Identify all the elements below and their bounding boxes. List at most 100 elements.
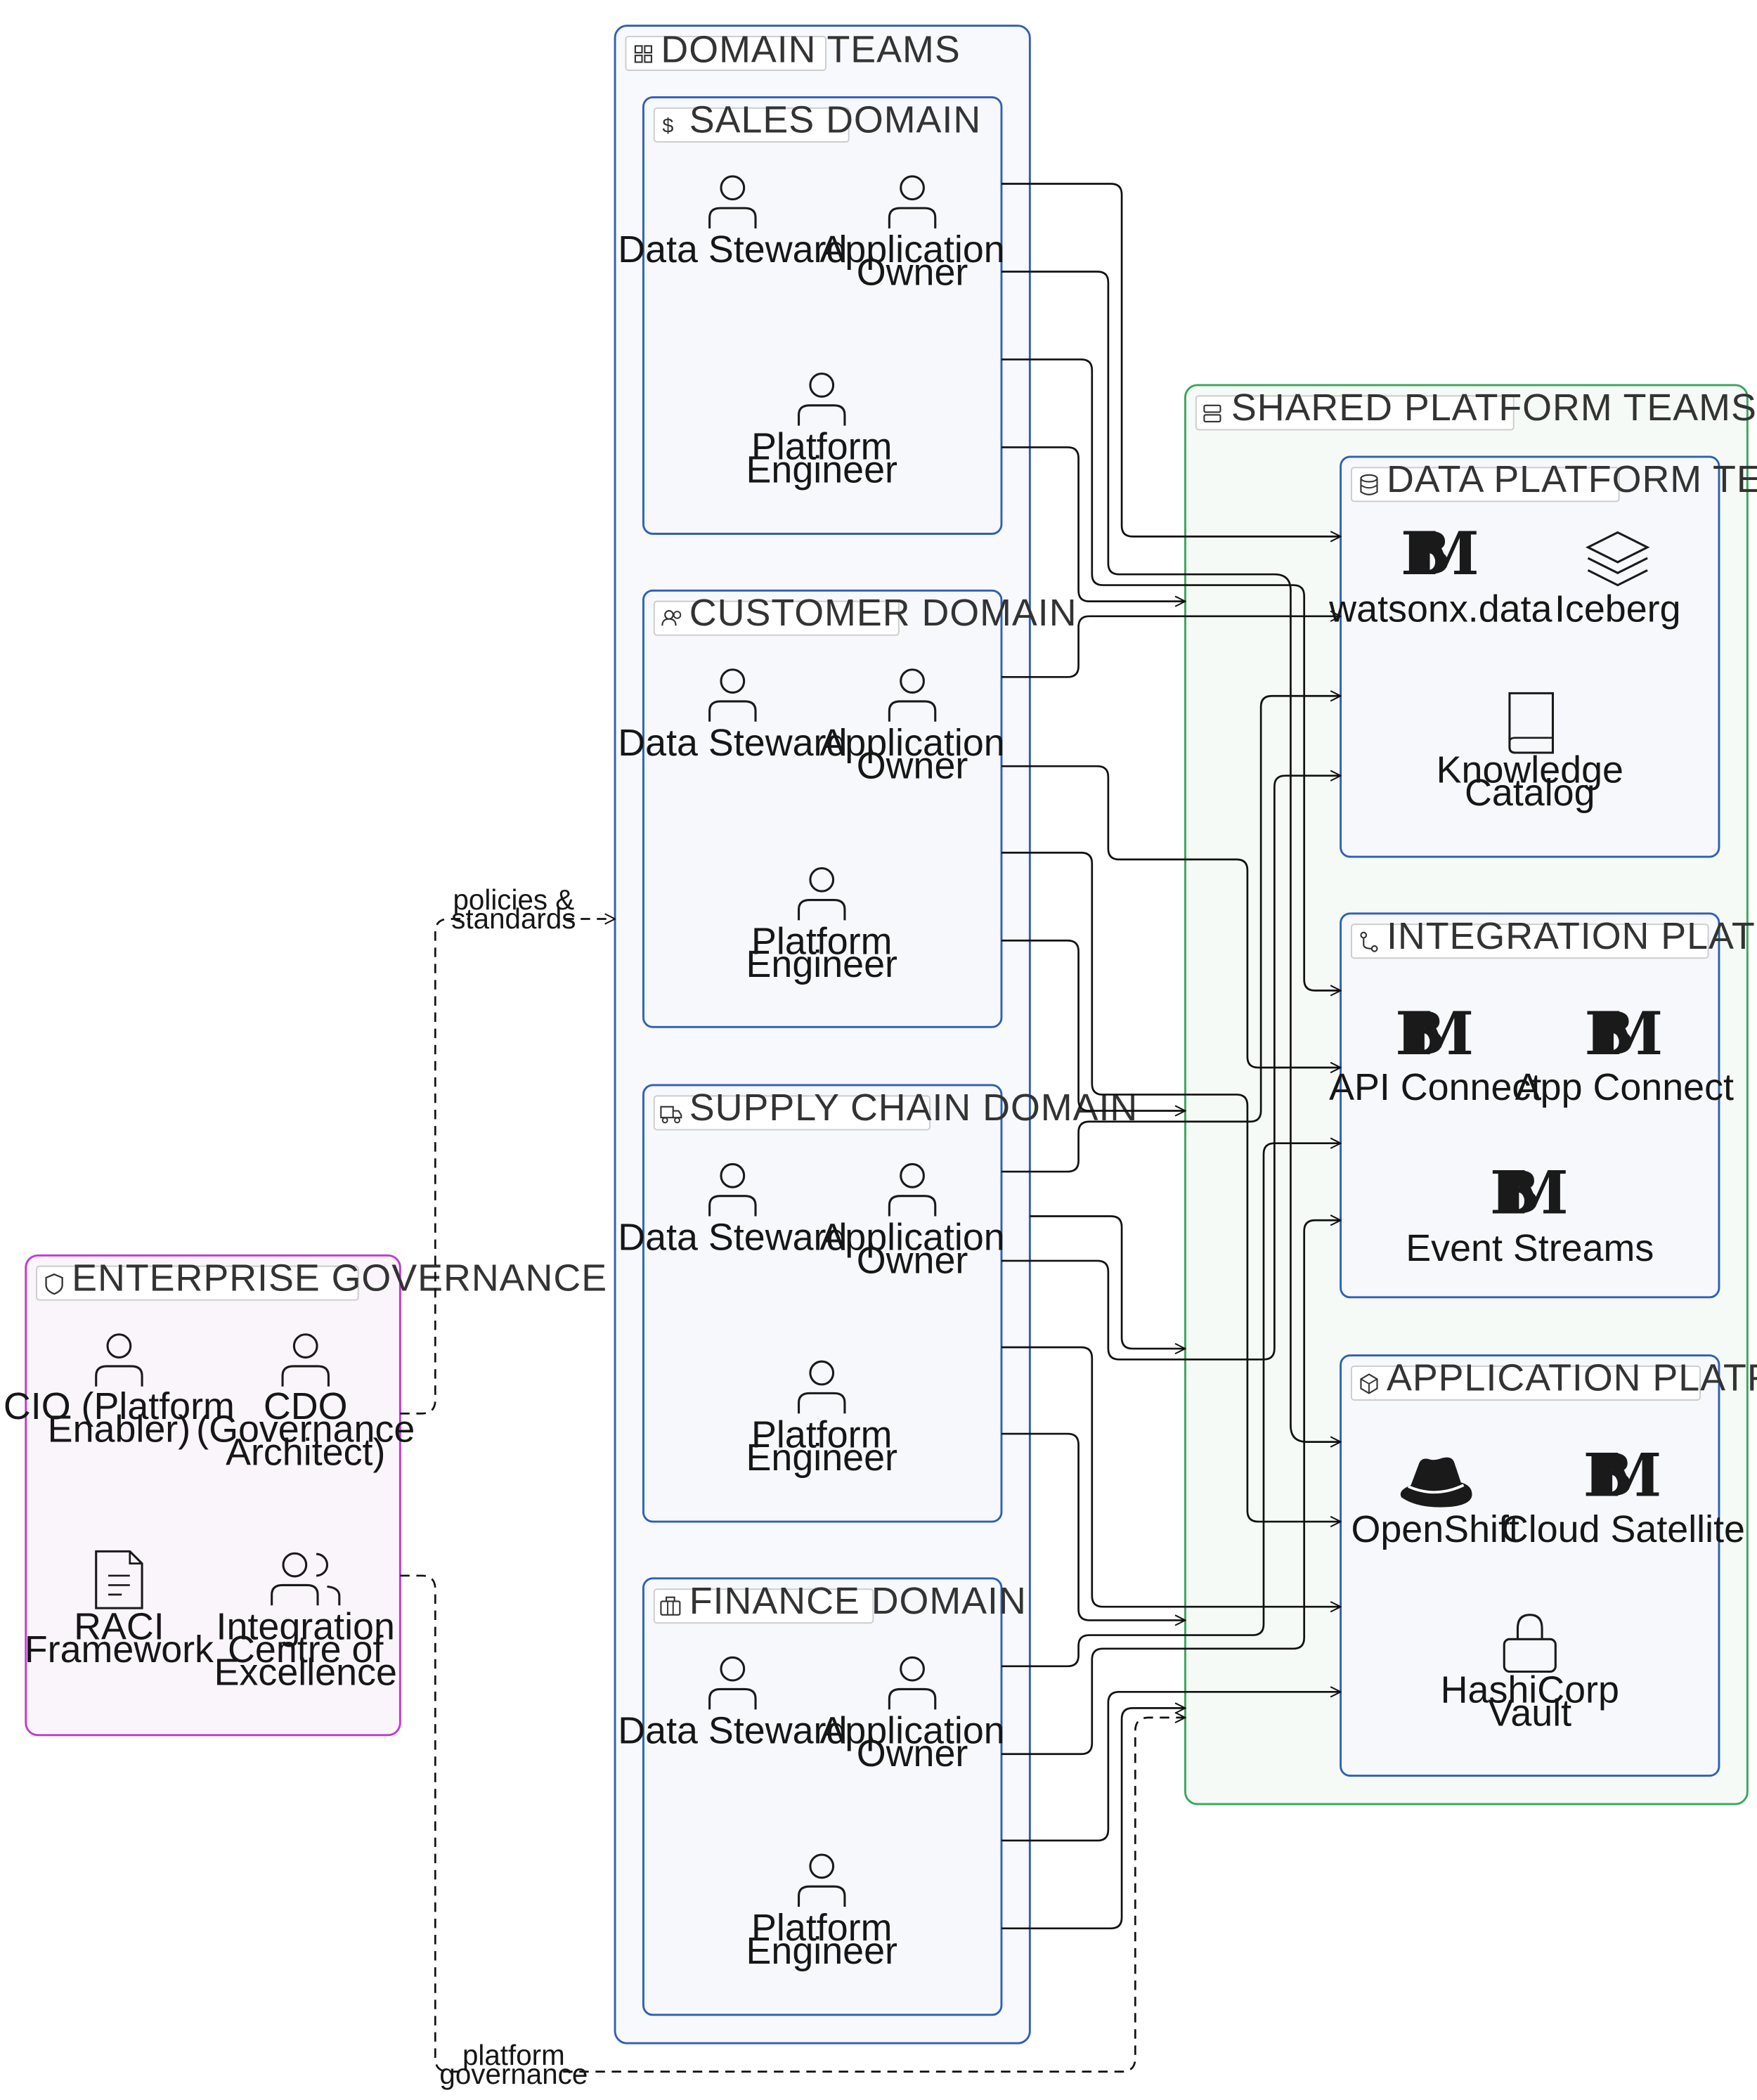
data-platform-team-group: DATA PLATFORM TEAM (1340, 455, 1757, 858)
edges (1001, 183, 1341, 1930)
svg-text:Centre of: Centre of (228, 1628, 384, 1671)
ibm-logo: IBM (1395, 999, 1475, 1068)
edge-customer-ds (1001, 616, 1341, 678)
node-event-streams: IBM Event Streams (1406, 1158, 1654, 1269)
node-customer-data-steward: Data Steward (618, 668, 847, 764)
node-app-connect: IBM App Connect (1515, 999, 1734, 1108)
svg-text:Owner: Owner (857, 745, 968, 787)
data-platform-team-title: DATA PLATFORM TEAM (1387, 458, 1757, 500)
git-branch-icon (1360, 931, 1378, 952)
svg-text:Engineer: Engineer (746, 1930, 898, 1972)
svg-text:(Governance: (Governance (196, 1408, 415, 1451)
dollar-icon: $ (662, 115, 673, 137)
finance-domain-group: FINANCE DOMAIN (642, 1577, 1027, 2016)
edge-customer-pe-shared (1001, 939, 1185, 1110)
node-customer-platform-engineer: Platform Engineer (746, 867, 898, 985)
svg-text:Cloud Satellite: Cloud Satellite (1501, 1508, 1745, 1550)
book-icon (1508, 692, 1555, 754)
node-cloud-satellite: IBM Cloud Satellite (1501, 1441, 1745, 1550)
svg-text:Engineer: Engineer (746, 1437, 898, 1479)
node-finance-app-owner: Application Owner (819, 1656, 1005, 1775)
svg-text:Framework: Framework (25, 1628, 214, 1671)
node-supply-app-owner: Application Owner (819, 1162, 1005, 1281)
svg-text:Platform: Platform (751, 1413, 892, 1456)
svg-text:Knowledge: Knowledge (1437, 748, 1623, 791)
edge-supply-pe2 (1001, 1432, 1185, 1620)
edge-policies-standards (400, 919, 615, 1415)
svg-text:Owner: Owner (857, 1732, 968, 1775)
edge-customer-pe (1001, 851, 1341, 1522)
svg-text:Architect): Architect) (226, 1431, 385, 1473)
edge-sales-pe-shared (1001, 446, 1185, 601)
redhat-icon (1400, 1457, 1472, 1508)
node-cio: CIO (Platform Enabler) (4, 1333, 235, 1451)
edge-finance-pe2 (1001, 1708, 1185, 1930)
edge-platform-governance (400, 1574, 1185, 2073)
application-platform-team-title: APPLICATION PLATFORM TEAM (1387, 1357, 1757, 1399)
edge-finance-ao (1001, 1220, 1341, 1756)
supply-chain-domain-title: SUPPLY CHAIN DOMAIN (689, 1087, 1138, 1129)
svg-text:RACI: RACI (74, 1605, 164, 1647)
node-knowledge-catalog: Knowledge Catalog (1437, 692, 1623, 814)
node-sales-data-steward: Data Steward (618, 175, 847, 271)
node-customer-app-owner: Application Owner (819, 668, 1005, 787)
integration-platform-team-title: INTEGRATION PLATFORM TEAM (1387, 915, 1757, 957)
finance-domain-title: FINANCE DOMAIN (689, 1580, 1027, 1622)
svg-text:Excellence: Excellence (214, 1652, 397, 1694)
sales-domain-title: SALES DOMAIN (689, 98, 981, 141)
svg-text:API Connect: API Connect (1329, 1066, 1541, 1108)
svg-text:standards: standards (451, 902, 576, 935)
enterprise-governance-group: ENTERPRISE GOVERNANCE (25, 1254, 607, 1737)
ibm-logo: IBM (1490, 1158, 1570, 1228)
svg-text:Catalog: Catalog (1465, 772, 1595, 814)
ibm-logo: IBM (1583, 1441, 1664, 1510)
svg-text:governance: governance (439, 2058, 588, 2090)
package-icon (1360, 1373, 1378, 1394)
node-sales-app-owner: Application Owner (819, 175, 1005, 294)
svg-text:App Connect: App Connect (1515, 1066, 1734, 1108)
customer-domain-group: CUSTOMER DOMAIN (642, 589, 1077, 1028)
svg-text:Vault: Vault (1488, 1692, 1571, 1734)
node-api-connect: IBM API Connect (1329, 999, 1541, 1108)
edge-finance-ds (1001, 1143, 1341, 1668)
svg-text:Owner: Owner (857, 252, 968, 294)
domain-teams-title: DOMAIN TEAMS (661, 28, 960, 70)
layers-icon (1586, 531, 1650, 587)
svg-text:Application: Application (819, 722, 1004, 764)
svg-text:Data Steward: Data Steward (618, 722, 847, 764)
svg-text:Data Steward: Data Steward (618, 1709, 847, 1751)
node-cdo: CDO (Governance Architect) (196, 1333, 415, 1473)
shield-icon (45, 1273, 63, 1295)
governance-edges (400, 919, 1185, 2073)
edge-supply-ao (1030, 1215, 1185, 1349)
svg-text:Platform: Platform (751, 426, 892, 468)
svg-text:HashiCorp: HashiCorp (1441, 1669, 1619, 1711)
svg-text:platform: platform (462, 2039, 565, 2071)
edge-sales-ao (1001, 271, 1341, 1441)
node-finance-platform-engineer: Platform Engineer (746, 1853, 898, 1972)
shared-platform-teams-title: SHARED PLATFORM TEAMS (1231, 387, 1757, 429)
svg-text:CDO: CDO (264, 1385, 348, 1427)
svg-text:Engineer: Engineer (746, 943, 898, 985)
edge-label-platform-governance: platform governance (439, 2039, 588, 2091)
svg-text:Data Steward: Data Steward (618, 228, 847, 271)
svg-text:Application: Application (819, 228, 1004, 271)
svg-text:Platform: Platform (751, 920, 892, 962)
node-sales-platform-engineer: Platform Engineer (746, 372, 897, 491)
sales-domain-group: $ SALES DOMAIN (642, 96, 1003, 535)
svg-text:Platform: Platform (751, 1907, 892, 1949)
edge-supply-ao2 (1001, 776, 1341, 1361)
edge-supply-pe (1001, 1346, 1341, 1607)
edge-supply-ds (1001, 696, 1341, 1173)
users-icon (661, 610, 682, 626)
svg-text:Application: Application (819, 1217, 1004, 1259)
svg-text:policies &: policies & (453, 883, 574, 916)
node-watsonx-data: IBM watsonx.data (1328, 519, 1552, 630)
edge-sales-ds (1001, 183, 1341, 536)
edge-finance-pe (1001, 1692, 1341, 1842)
customer-domain-title: CUSTOMER DOMAIN (689, 592, 1077, 634)
node-openshift: OpenShift (1351, 1457, 1519, 1550)
svg-text:Application: Application (819, 1709, 1004, 1751)
svg-text:Data Steward: Data Steward (618, 1217, 847, 1259)
